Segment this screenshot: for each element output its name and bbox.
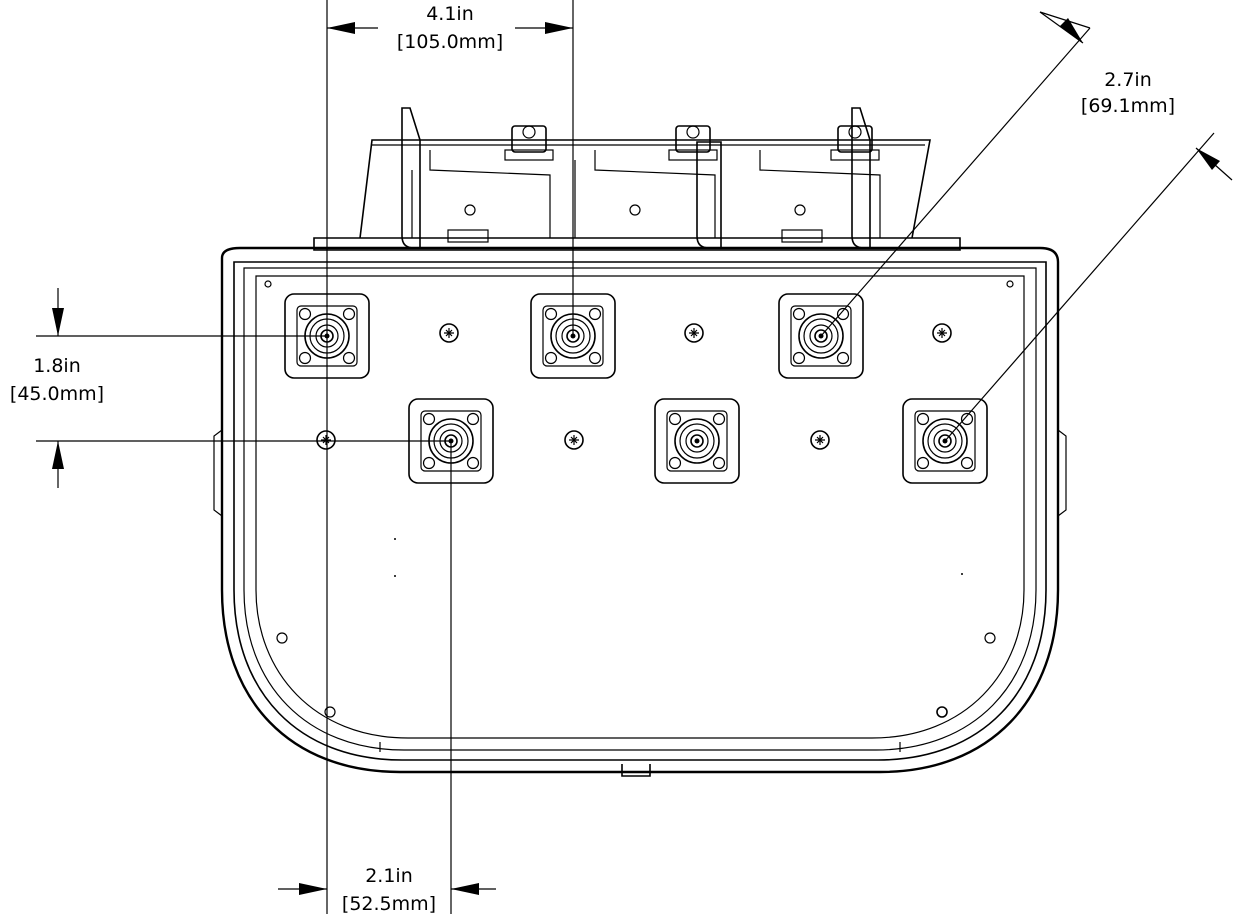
dimension-lines <box>36 0 1233 914</box>
dim-vertical-imperial: 1.8in <box>33 355 81 377</box>
dim-top-metric: [105.0mm] <box>397 31 503 53</box>
dimension-label-diagonal: 2.7in [69.1mm] <box>1081 69 1175 117</box>
dim-bottom-imperial: 2.1in <box>365 865 413 887</box>
screw-head <box>316 430 336 450</box>
bracket-nut <box>830 125 880 161</box>
screw-head <box>564 430 584 450</box>
connector-bottom-2 <box>654 398 740 484</box>
dimension-label-bottom: 2.1in [52.5mm] <box>342 865 436 915</box>
dim-bottom-metric: [52.5mm] <box>342 893 436 915</box>
screw-head <box>932 323 952 343</box>
screw-head <box>810 430 830 450</box>
dimension-label-top: 4.1in [105.0mm] <box>397 3 503 53</box>
dim-vertical-metric: [45.0mm] <box>10 383 104 405</box>
dim-diagonal-metric: [69.1mm] <box>1081 95 1175 117</box>
screw-head <box>684 323 704 343</box>
dim-diagonal-imperial: 2.7in <box>1104 69 1152 91</box>
bracket-nut <box>668 125 718 161</box>
screw-head <box>439 323 459 343</box>
dimension-label-vertical: 1.8in [45.0mm] <box>10 355 104 405</box>
radome-housing <box>213 246 1067 777</box>
dim-top-imperial: 4.1in <box>426 3 474 25</box>
mounting-bracket <box>313 107 961 251</box>
bracket-nut <box>504 125 554 161</box>
